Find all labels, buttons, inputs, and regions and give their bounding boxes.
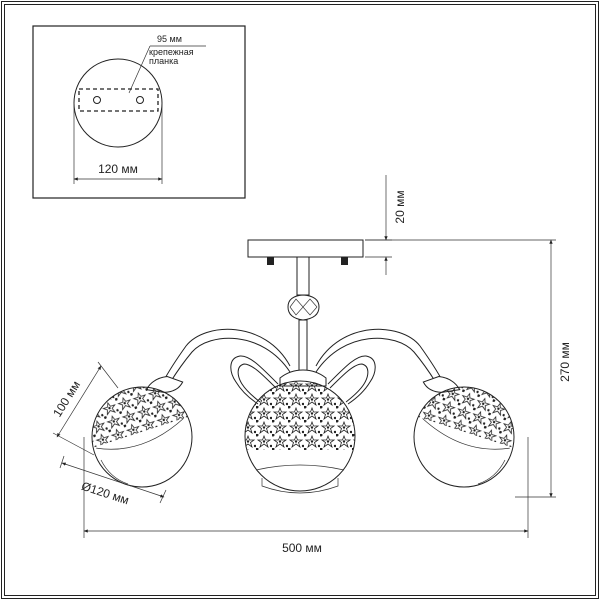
left-shade	[78, 373, 196, 488]
center-right-loop-inner	[329, 363, 369, 403]
center-left-loop-inner	[237, 363, 277, 403]
mounting-hole-left	[93, 96, 101, 104]
right-shade-highlight	[477, 459, 506, 485]
canopy	[247, 239, 364, 258]
arms	[161, 328, 445, 405]
bar-length-label: 95 мм	[157, 34, 182, 44]
total-width-label: 500 мм	[282, 541, 322, 555]
center-left-loop-outer	[230, 355, 279, 405]
right-shade	[413, 373, 528, 488]
center-shade-opening	[261, 478, 339, 494]
total-height-dimension: 270 мм	[365, 239, 572, 498]
left-arm-inner	[167, 337, 291, 387]
left-shade-pattern-edge	[96, 418, 184, 450]
bead-pattern	[289, 298, 318, 316]
canopy-screw-left	[267, 257, 274, 265]
center-shade-band-top	[255, 464, 345, 471]
total-height-label: 270 мм	[558, 342, 572, 382]
right-shade-pattern-edge	[422, 418, 510, 450]
mounting-inset: 95 мм крепежная планка 120 мм	[32, 25, 246, 199]
mounting-plate-circle	[73, 58, 163, 148]
shade-height-ext-bottom	[52, 432, 95, 456]
mounting-hole-right	[136, 96, 144, 104]
canopy-screw-right	[341, 257, 348, 265]
center-right-loop-outer	[327, 355, 376, 405]
inner-frame	[4, 4, 596, 596]
lower-stem	[298, 319, 308, 373]
shade-diameter-dimension: Ø120 мм	[59, 455, 167, 507]
right-arm-outer	[315, 328, 445, 385]
right-shade-floral-pattern	[416, 373, 528, 451]
center-shade-floral-pattern	[245, 381, 355, 450]
shade-diameter-dimension-line	[61, 462, 165, 498]
bar-name-label-1: крепежная	[149, 47, 194, 57]
canopy-height-dimension: 20 мм	[365, 175, 407, 275]
inset-frame	[32, 25, 246, 199]
bar-name-label-2: планка	[149, 56, 178, 66]
shade-height-ext-top	[97, 361, 119, 389]
shade-diameter-ext-left	[59, 455, 65, 469]
right-arm-inner	[315, 337, 439, 387]
shade-height-dimension-line	[56, 365, 102, 438]
bar-leader-line	[128, 45, 151, 94]
plate-width-label: 120 мм	[98, 162, 138, 176]
shade-height-label: 100 мм	[50, 378, 83, 419]
center-shade	[244, 369, 356, 494]
mounting-bar	[78, 88, 159, 112]
total-width-dimension: 500 мм	[83, 437, 529, 555]
canopy-assembly	[247, 239, 364, 373]
canopy-height-label: 20 мм	[393, 190, 407, 223]
upper-stem	[296, 256, 310, 296]
left-arm-outer	[161, 328, 291, 385]
